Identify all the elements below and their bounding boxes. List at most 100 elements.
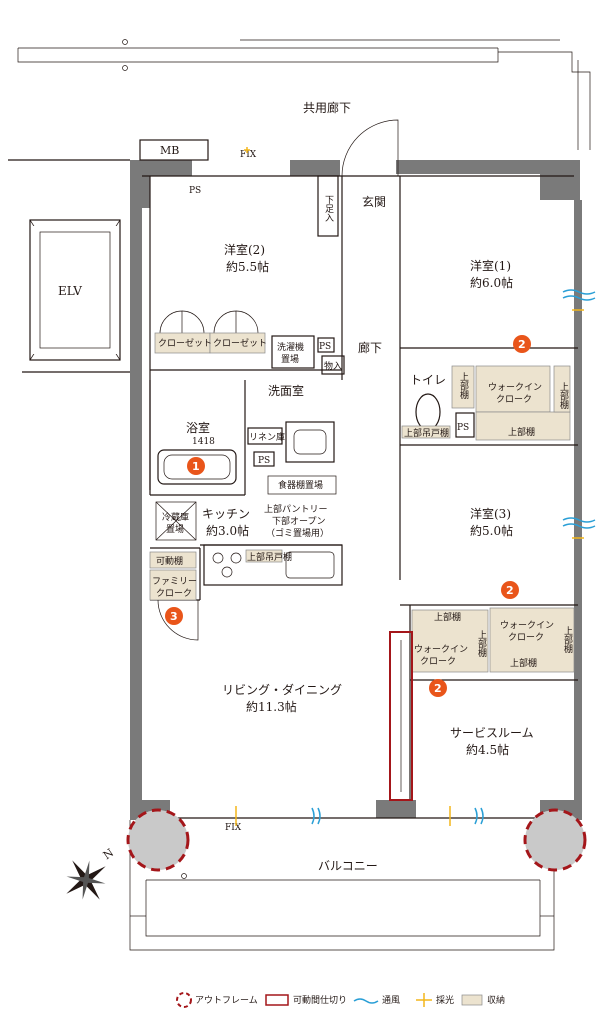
closet-1-label: クローゼット [158,337,212,349]
family-door [157,599,199,641]
elv-label: ELV [58,284,82,298]
monoire-label: 物入 [324,360,342,372]
svg-text:2: 2 [434,682,442,695]
legend-partition: 可動間仕切り [293,994,347,1006]
shokki-space [267,475,337,495]
yoshitsu3-name: 洋室(3) [470,506,511,521]
svg-text:2: 2 [518,338,526,351]
roka-label: 廊下 [358,340,382,355]
service-name: サービスルーム [450,726,534,740]
wic1 [475,365,551,413]
entrance-door [317,119,399,237]
ps-toilet-label: PS [457,423,469,433]
wic1-label-1: ウォークイン [488,382,542,393]
corridor-label: 共用廊下 [303,100,351,115]
legend-lighting: 採光 [436,994,454,1006]
legend-outframe: アウトフレーム [195,995,258,1006]
washer-label-2: 置場 [281,353,299,365]
wic3-side-shelf: 上部棚 [476,630,487,658]
bath-label: 浴室 [186,420,210,435]
badge-3: 3 [165,607,183,625]
fridge-label-2: 置場 [166,523,184,535]
legend-outframe-icon [176,992,192,1008]
balcony-outline [129,820,555,951]
pantry-3: （ゴミ置場用） [266,527,329,539]
wic1-top-shelf: 上部棚 [508,426,535,438]
linen-label: リネン庫 [249,431,285,443]
yoshitsu2-name: 洋室(2) [224,242,265,257]
badge-2b: 2 [501,581,519,599]
sun-icon [235,147,584,826]
balcony-label: バルコニー [318,859,378,873]
wic1-right-shelf-label: 上部棚 [558,382,569,410]
yoshitsu3-size: 約5.0帖 [470,523,513,538]
legend-partition-icon [265,994,289,1006]
yoshitsu1-size: 約6.0帖 [470,275,513,290]
toilet-bowl [415,393,441,431]
fridge-label-1: 冷蔵庫 [162,511,189,523]
wic3-label-1: ウォークイン [414,644,468,655]
outer-walls [130,160,582,820]
kitchen-size: 約3.0帖 [206,523,249,538]
bath-size: 1418 [192,437,215,447]
sink [285,551,335,579]
pantry-2: 下部オープン [272,515,325,527]
family-label-2: クローク [156,588,192,599]
wic1-label-2: クローク [496,394,532,405]
monoire-box [321,355,345,375]
svg-text:N: N [101,846,117,862]
closet-2-label: クローゼット [213,337,267,349]
kadoudana-label: 可動棚 [156,555,183,567]
legend-storage: 収納 [487,994,505,1006]
wic2-label-2: クローク [508,632,544,643]
toilet-label: トイレ [410,373,446,387]
shokki-label: 食器棚置場 [278,479,323,491]
elevator-shaft [8,159,130,373]
ps-label-2: PS [319,342,331,352]
wic1-bottom-shelf [475,411,571,441]
yoshitsu1-name: 洋室(1) [470,258,511,273]
mb-label: MB [160,144,179,157]
service-size: 約4.5帖 [466,742,509,757]
legend-wind-icon [353,998,379,1004]
bathtub [157,449,237,485]
wic3-label-2: クローク [420,656,456,667]
legend-ventilation: 通風 [382,995,400,1006]
getabako-label: 下足入 [323,195,334,222]
family-label-1: ファミリー [152,577,197,587]
stove [212,552,242,578]
wic2-label-1: ウォークイン [500,620,554,631]
wic2 [489,607,575,673]
wic3-top-shelf: 上部棚 [434,611,461,623]
genkan-label: 玄関 [362,194,386,209]
senmenshitsu-label: 洗面室 [268,383,304,398]
living-size: 約11.3帖 [246,699,297,714]
legend-sun-icon [416,993,432,1007]
wic2-shelf: 上部棚 [510,657,537,669]
wic1-left-shelf [451,365,475,409]
movable-partition [389,631,413,801]
closet-doors [159,310,259,334]
svg-text:2: 2 [506,584,514,597]
badge-2a: 2 [513,335,531,353]
corridor-railing [17,39,591,150]
ps-label-top: PS [189,186,201,196]
ps-wash [253,451,275,467]
wic3 [411,609,489,673]
washer-space [271,335,315,369]
yoshitsu2-size: 約5.5帖 [226,259,269,274]
kitchen-upper-label: 上部吊戸棚 [247,551,292,563]
legend-storage-icon [461,994,483,1006]
svg-text:1: 1 [192,460,200,473]
ps-toilet [455,412,475,438]
badge-1: 1 [187,457,205,475]
ps-wash-label: PS [258,456,270,466]
interior-walls [149,176,578,800]
pantry-1: 上部パントリー [264,503,327,515]
svg-text:3: 3 [170,610,178,623]
outframe-pillars [126,808,587,879]
wic2-shelf-side: 上部棚 [562,626,573,654]
washer-label-1: 洗濯機 [277,341,304,353]
family-cloak [149,569,197,601]
